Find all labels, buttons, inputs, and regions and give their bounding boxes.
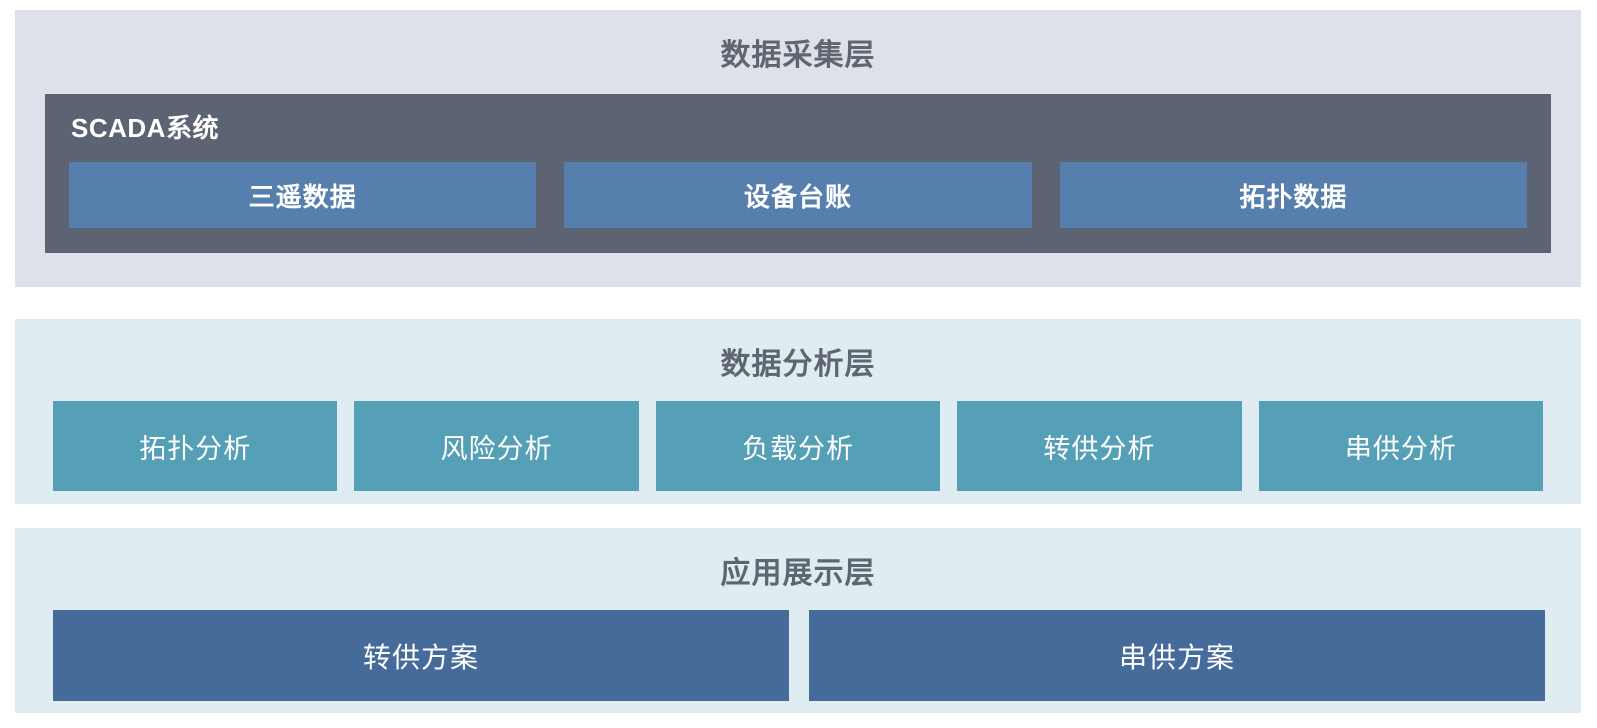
scada-system-group: SCADA系统 三遥数据 设备台账 拓扑数据 (45, 94, 1551, 253)
box-load-analysis: 负载分析 (655, 401, 941, 491)
scada-system-label: SCADA系统 (71, 113, 219, 143)
box-equipment-ledger: 设备台账 (564, 162, 1032, 228)
layer-title-data-collection: 数据采集层 (720, 39, 876, 72)
layer-title-application-display: 应用展示层 (720, 557, 876, 590)
box-three-remote-data: 三遥数据 (69, 162, 537, 228)
box-risk-analysis: 风险分析 (354, 401, 639, 491)
box-transfer-supply-analysis: 转供分析 (957, 401, 1242, 491)
box-transfer-supply-plan: 转供方案 (53, 610, 789, 701)
layer-data-collection: 数据采集层 SCADA系统 三遥数据 设备台账 拓扑数据 (15, 10, 1581, 287)
analysis-items-row: 拓扑分析 风险分析 负载分析 转供分析 串供分析 (53, 401, 1544, 491)
box-series-supply-plan: 串供方案 (809, 610, 1545, 701)
layer-data-analysis: 数据分析层 拓扑分析 风险分析 负载分析 转供分析 串供分析 (15, 319, 1581, 504)
scada-items-row: 三遥数据 设备台账 拓扑数据 (69, 162, 1527, 228)
box-topology-data: 拓扑数据 (1059, 162, 1527, 228)
application-items-row: 转供方案 串供方案 (53, 610, 1545, 701)
layer-title-data-analysis: 数据分析层 (720, 348, 876, 381)
box-series-supply-analysis: 串供分析 (1258, 401, 1544, 491)
box-topology-analysis: 拓扑分析 (53, 401, 338, 491)
layer-application-display: 应用展示层 转供方案 串供方案 (15, 528, 1581, 713)
